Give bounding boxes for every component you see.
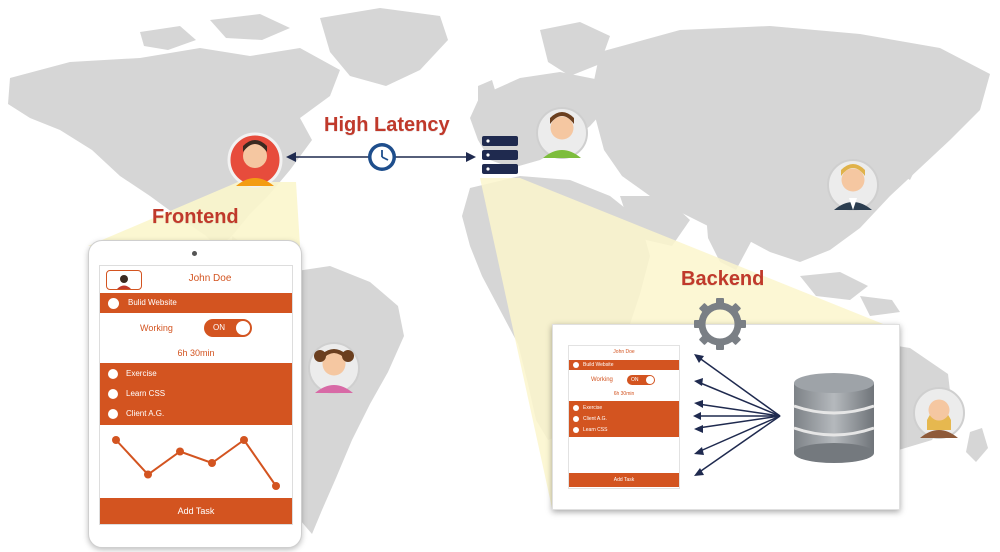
avatar-europe-user	[536, 107, 588, 159]
status-label: Working	[591, 377, 613, 383]
user-avatar-thumb	[106, 270, 142, 290]
task-row-build-website[interactable]: Bulid Website	[100, 293, 292, 313]
chart-point	[272, 482, 280, 490]
chart-point	[240, 436, 248, 444]
task-checkbox[interactable]	[108, 409, 118, 419]
chart-line	[115, 438, 277, 487]
avatar-south-america-user	[308, 342, 360, 394]
server-icon	[482, 136, 518, 174]
clock-icon	[368, 143, 396, 171]
avatar-asia-user	[827, 159, 879, 211]
task-checkbox[interactable]	[573, 405, 579, 411]
add-task-button[interactable]: Add Task	[569, 473, 679, 487]
avatar-frontend-user	[227, 132, 283, 188]
database-icon	[793, 373, 875, 463]
task-checkbox[interactable]	[573, 416, 579, 422]
task-label: Learn CSS	[126, 389, 166, 398]
task-label: Client A.G.	[126, 409, 165, 418]
working-toggle[interactable]: ON	[627, 375, 655, 385]
task-checkbox[interactable]	[108, 369, 118, 379]
avatar-icon	[117, 275, 131, 289]
task-checkbox[interactable]	[573, 362, 579, 368]
task-row-build-website[interactable]: Build Website	[569, 360, 679, 370]
task-label: Build Website	[583, 362, 614, 368]
duration: 6h 30min	[613, 391, 635, 397]
task-label: Bulid Website	[128, 298, 177, 307]
task-row[interactable]: Learn CSS	[100, 385, 292, 403]
chart-point	[208, 459, 216, 467]
task-label: Exercise	[126, 369, 157, 378]
chart-point	[112, 436, 120, 444]
task-row[interactable]: Exercise	[569, 403, 679, 413]
activity-chart	[112, 436, 280, 490]
user-name: John Doe	[188, 273, 232, 284]
add-task-button[interactable]: Add Task	[100, 498, 292, 524]
toggle-label: ON	[213, 323, 225, 332]
task-label: Learn CSS	[583, 427, 608, 433]
data-flow-arrows	[693, 354, 781, 476]
working-toggle[interactable]: ON	[204, 319, 252, 337]
task-row[interactable]: Client A.G.	[569, 414, 679, 424]
toggle-knob	[646, 376, 654, 384]
toggle-label: ON	[631, 377, 639, 383]
task-list: Exercise Client A.G. Learn CSS	[569, 401, 679, 437]
task-list: Exercise Learn CSS Client A.G.	[100, 363, 292, 425]
task-row[interactable]: Learn CSS	[569, 425, 679, 435]
avatar-australia-user	[913, 387, 965, 439]
task-checkbox[interactable]	[573, 427, 579, 433]
duration: 6h 30min	[177, 348, 215, 358]
task-checkbox[interactable]	[108, 298, 119, 309]
chart-point	[144, 470, 152, 479]
frontend-label: Frontend	[152, 206, 239, 228]
status-label: Working	[140, 323, 173, 333]
task-label: Exercise	[583, 405, 603, 411]
frontend-highlight-beam	[88, 182, 300, 246]
high-latency-label: High Latency	[324, 114, 450, 136]
task-checkbox[interactable]	[108, 389, 118, 399]
task-label: Client A.G.	[583, 416, 607, 422]
toggle-knob	[236, 321, 250, 335]
tablet-device: John Doe Bulid Website Working ON 6h 30m…	[88, 240, 302, 548]
chart-point	[176, 447, 184, 456]
task-row[interactable]: Client A.G.	[100, 405, 292, 423]
user-name: John Doe	[613, 349, 635, 355]
gear-icon	[694, 298, 746, 350]
task-row[interactable]: Exercise	[100, 365, 292, 383]
tablet-camera	[192, 251, 197, 256]
frontend-app-screen: John Doe Bulid Website Working ON 6h 30m…	[99, 265, 293, 525]
backend-label: Backend	[681, 268, 765, 290]
backend-app-preview: John Doe Build Website Working ON 6h 30m…	[568, 345, 680, 489]
